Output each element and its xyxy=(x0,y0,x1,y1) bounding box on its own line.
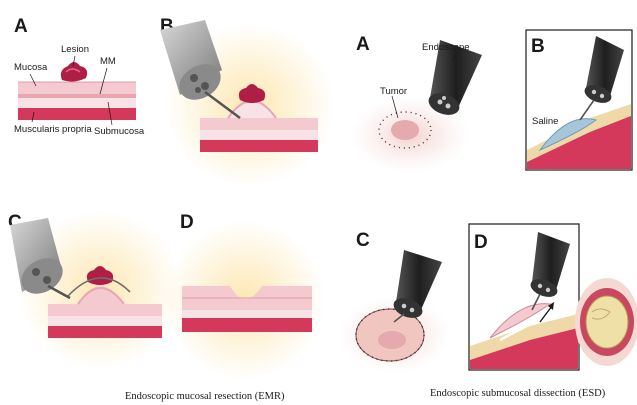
esd-section: A Endoscope Tumor B xyxy=(340,30,637,399)
emr-a-tissue xyxy=(18,82,136,120)
esd-resected-specimen xyxy=(575,278,637,366)
esd-panel-a: A Endoscope Tumor xyxy=(350,34,482,173)
emr-panel-b: B xyxy=(160,16,335,187)
esd-panel-c-letter: C xyxy=(356,230,370,251)
label-lesion: Lesion xyxy=(61,44,89,55)
esd-panel-d-letter: D xyxy=(474,232,488,253)
esd-caption: Endoscopic submucosal dissection (ESD) xyxy=(430,388,606,399)
emr-a-lesion xyxy=(61,62,87,82)
esd-c-tumor xyxy=(378,331,406,349)
label-submucosa: Submucosa xyxy=(94,126,145,137)
label-tumor: Tumor xyxy=(380,86,407,97)
emr-panel-a: A Lesion Mucosa MM Muscularis propria Su… xyxy=(14,16,145,137)
label-saline: Saline xyxy=(532,116,558,127)
esd-a-tumor xyxy=(391,120,419,140)
label-mucosa: Mucosa xyxy=(14,62,48,73)
emr-panel-d: D xyxy=(165,212,325,380)
emr-section: A Lesion Mucosa MM Muscularis propria Su… xyxy=(8,16,335,402)
esd-panel-a-letter: A xyxy=(356,34,370,55)
label-mm: MM xyxy=(100,56,116,67)
label-endoscope: Endoscope xyxy=(422,42,470,53)
label-muscularis-propria: Muscularis propria xyxy=(14,124,92,135)
esd-panel-d: D xyxy=(469,224,579,370)
esd-panel-b-letter: B xyxy=(531,36,545,57)
emr-panel-a-letter: A xyxy=(14,16,28,37)
emr-panel-c: C xyxy=(8,210,182,370)
esd-panel-c: C xyxy=(340,230,450,373)
esd-panel-b: B Saline xyxy=(526,30,632,170)
emr-panel-d-letter: D xyxy=(180,212,194,233)
emr-caption: Endoscopic mucosal resection (EMR) xyxy=(125,391,285,402)
